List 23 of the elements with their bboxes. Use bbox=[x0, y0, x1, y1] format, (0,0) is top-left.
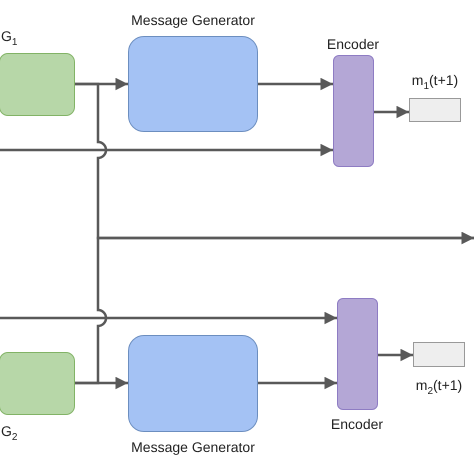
arrow bbox=[0, 312, 337, 324]
node-label: Encoder bbox=[326, 36, 380, 52]
message-box bbox=[413, 342, 465, 367]
arrow bbox=[258, 78, 333, 90]
node-label: G$_{2}$ bbox=[1, 423, 18, 445]
arrow bbox=[378, 348, 413, 362]
arrow bbox=[75, 376, 128, 390]
arrow bbox=[0, 144, 333, 156]
node-label: G$_{1}$ bbox=[1, 28, 18, 50]
generator-box bbox=[128, 335, 258, 432]
agent-box bbox=[0, 53, 75, 116]
agent-box bbox=[0, 352, 75, 415]
node-label: Message Generator bbox=[131, 439, 255, 455]
encoder-box bbox=[333, 55, 374, 167]
generator-box bbox=[128, 36, 258, 132]
node-label: Encoder bbox=[330, 416, 384, 432]
node-label: Message Generator bbox=[131, 12, 255, 28]
arrow bbox=[374, 106, 409, 118]
node-label: m$_{1}$(t+1) bbox=[412, 72, 458, 94]
encoder-box bbox=[337, 298, 378, 410]
node-label: m$_{2}$(t+1) bbox=[416, 377, 462, 399]
message-box bbox=[409, 98, 461, 122]
arrow bbox=[258, 376, 337, 390]
